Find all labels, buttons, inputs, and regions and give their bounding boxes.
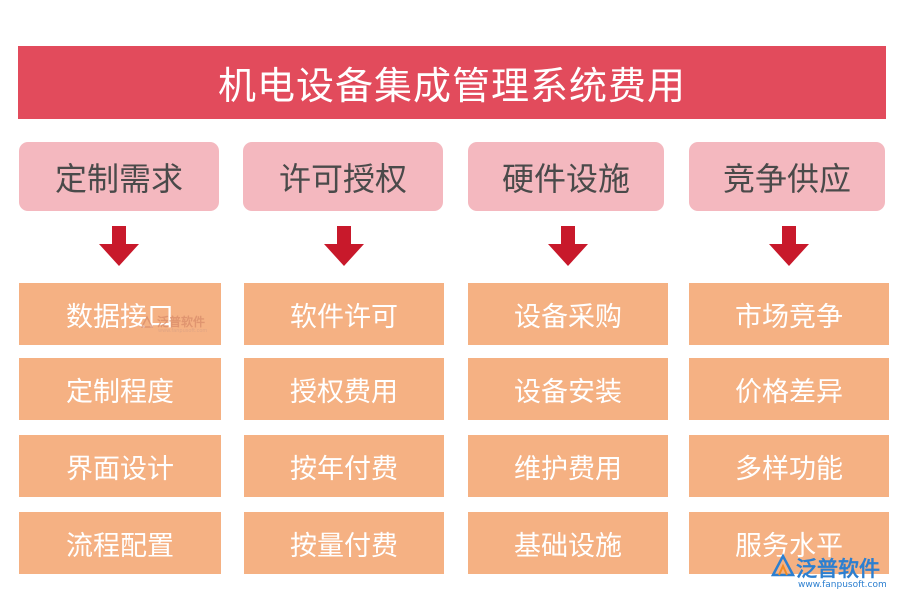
item-market-competition: 市场竞争 — [689, 283, 889, 345]
header-license-authorization: 许可授权 — [243, 142, 443, 211]
brand-logo-icon — [770, 553, 796, 577]
brand-name: 泛普软件 — [796, 557, 880, 581]
title-bar: 机电设备集成管理系统费用 — [18, 46, 886, 119]
item-maintenance-fee: 维护费用 — [468, 435, 668, 497]
item-interface-design: 界面设计 — [19, 435, 221, 497]
down-arrow-icon — [99, 226, 139, 266]
watermark: 泛普软件 www.fanpusoft.com — [140, 313, 207, 334]
item-annual-payment: 按年付费 — [244, 435, 444, 497]
item-equipment-purchase: 设备采购 — [468, 283, 668, 345]
watermark-text: 泛普软件 — [157, 315, 206, 329]
header-competitive-supply: 竞争供应 — [689, 142, 885, 211]
item-usage-payment: 按量付费 — [244, 512, 444, 574]
item-price-difference: 价格差异 — [689, 358, 889, 420]
brand-logo: 泛普软件 www.fanpusoft.com — [770, 553, 896, 597]
item-diverse-functions: 多样功能 — [689, 435, 889, 497]
item-customization-level: 定制程度 — [19, 358, 221, 420]
item-software-license: 软件许可 — [244, 283, 444, 345]
brand-url: www.fanpusoft.com — [798, 580, 887, 590]
item-authorization-fee: 授权费用 — [244, 358, 444, 420]
down-arrow-icon — [548, 226, 588, 266]
item-service-level: 服务水平 — [689, 512, 889, 574]
down-arrow-icon — [324, 226, 364, 266]
header-hardware-facilities: 硬件设施 — [468, 142, 664, 211]
item-data-interface: 数据接口 — [19, 283, 221, 345]
item-equipment-installation: 设备安装 — [468, 358, 668, 420]
item-process-config: 流程配置 — [19, 512, 221, 574]
header-custom-requirements: 定制需求 — [19, 142, 219, 211]
down-arrow-icon — [769, 226, 809, 266]
item-infrastructure: 基础设施 — [468, 512, 668, 574]
watermark-logo-icon — [140, 314, 154, 328]
page-title: 机电设备集成管理系统费用 — [217, 64, 686, 108]
watermark-url: www.fanpusoft.com — [158, 328, 208, 334]
